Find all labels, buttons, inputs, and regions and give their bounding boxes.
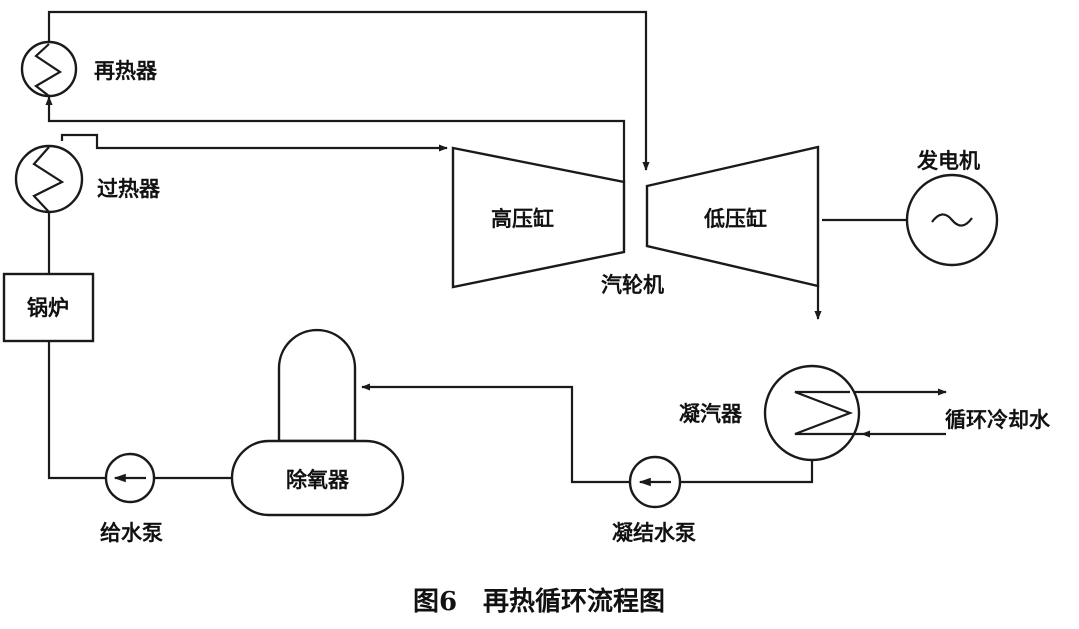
turbine-label: 汽轮机 bbox=[601, 273, 664, 297]
condensate-pump-label: 凝结水泵 bbox=[612, 521, 696, 545]
cooling-water-label: 循环冷却水 bbox=[945, 408, 1051, 432]
hp-cylinder-label: 高压缸 bbox=[491, 207, 554, 231]
superheater-label: 过热器 bbox=[97, 177, 161, 201]
condensate-line bbox=[361, 383, 629, 484]
generator-label: 发电机 bbox=[916, 149, 980, 173]
boiler-label: 锅炉 bbox=[27, 296, 69, 320]
reheater-icon bbox=[20, 40, 78, 98]
figure-caption: 图6 再热循环流程图 bbox=[413, 587, 665, 617]
reheater-coil bbox=[34, 43, 63, 97]
reheater-label: 再热器 bbox=[94, 59, 158, 83]
condenser-coil bbox=[794, 390, 862, 436]
main-steam-line bbox=[60, 133, 448, 152]
lp-cylinder-shape bbox=[645, 145, 820, 288]
condenser-outlet-line bbox=[681, 460, 814, 484]
deaerator-dome bbox=[277, 328, 357, 443]
deaerator-tank bbox=[230, 439, 405, 517]
superheater-icon bbox=[14, 144, 84, 214]
feed-pump-label: 给水泵 bbox=[100, 521, 163, 545]
hp-exhaust-line bbox=[45, 96, 626, 182]
condenser-label: 凝汽器 bbox=[679, 402, 743, 426]
superheater-coil bbox=[32, 146, 65, 213]
lp-cylinder-label: 低压缸 bbox=[703, 207, 767, 231]
deaerator-label: 除氧器 bbox=[286, 468, 350, 492]
reheat-steam-line bbox=[47, 10, 650, 171]
hp-cylinder-shape bbox=[451, 146, 626, 289]
boiler-box bbox=[2, 272, 95, 343]
condenser-icon bbox=[763, 364, 861, 462]
ac-wave-icon bbox=[931, 213, 973, 227]
feedwater-line bbox=[47, 341, 106, 480]
